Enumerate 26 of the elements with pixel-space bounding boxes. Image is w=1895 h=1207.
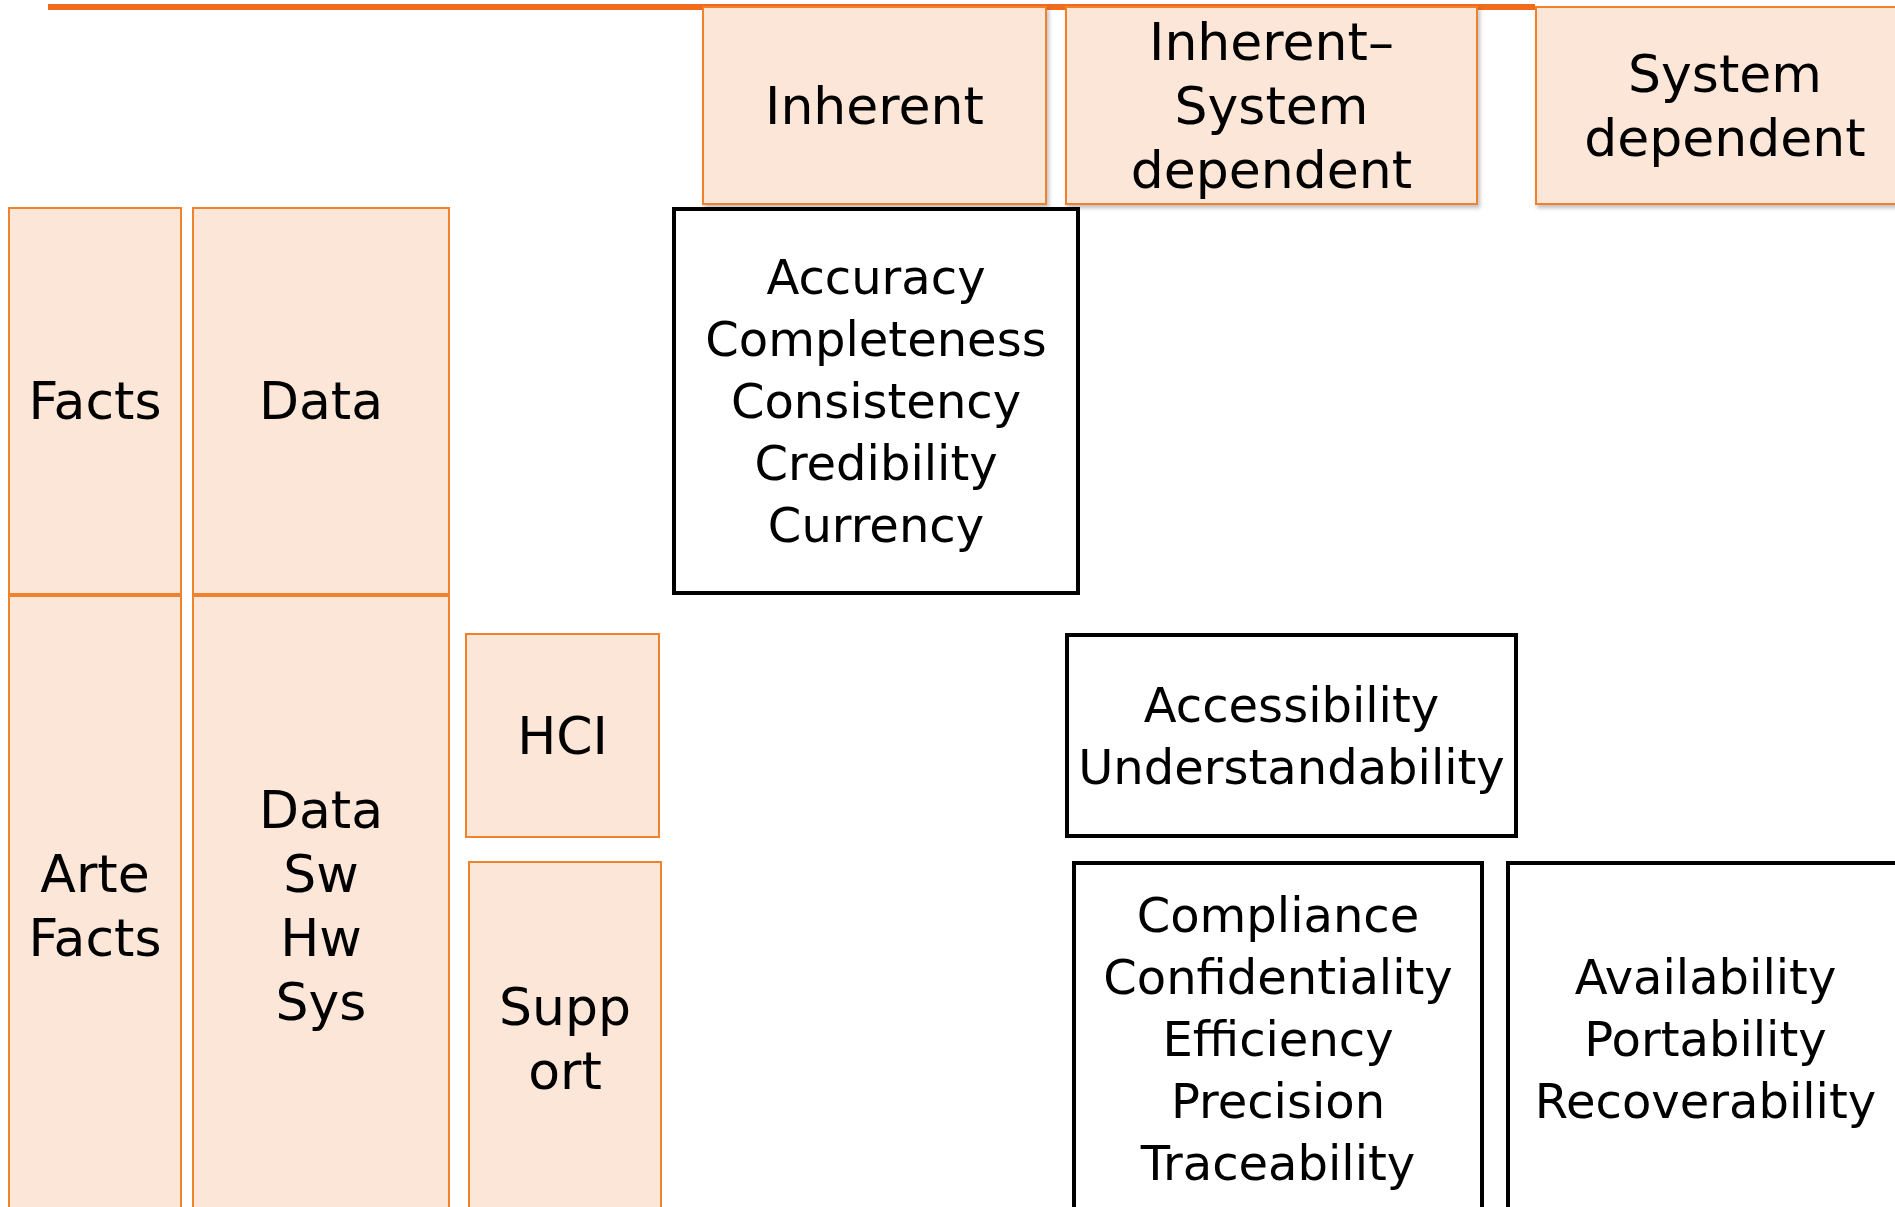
dimension-box	[1065, 633, 1518, 838]
dimension-list: Accessibility Understandability	[1078, 673, 1505, 798]
category-box	[8, 207, 182, 595]
category-box	[465, 633, 660, 838]
category-box	[192, 207, 450, 595]
category-label: Data	[258, 370, 384, 433]
dimension-list: Accuracy Completeness Consistency Credibility Currency	[705, 246, 1047, 556]
category-label: Supp ort	[499, 976, 631, 1103]
dimension-box	[1072, 861, 1484, 1207]
category-label: HCI	[517, 704, 608, 768]
category-label: Inherent– System dependent	[1130, 10, 1413, 202]
category-box	[468, 861, 662, 1207]
category-box	[702, 6, 1047, 205]
dimension-list: Compliance Confidentiality Efficiency Precision Traceability	[1103, 884, 1453, 1194]
category-label: System dependent	[1584, 42, 1866, 170]
category-label: Data Sw Hw Sys	[258, 779, 384, 1034]
dimension-box	[1506, 861, 1895, 1207]
dimension-box	[672, 207, 1080, 595]
category-label: Inherent	[765, 74, 984, 138]
category-box	[8, 595, 182, 1207]
category-box	[1535, 6, 1895, 205]
category-label: Facts	[28, 370, 162, 433]
category-box	[192, 595, 450, 1207]
category-box	[1065, 6, 1478, 205]
dimension-list: Availability Portability Recoverability	[1534, 946, 1877, 1132]
category-label: Arte Facts	[28, 843, 162, 970]
